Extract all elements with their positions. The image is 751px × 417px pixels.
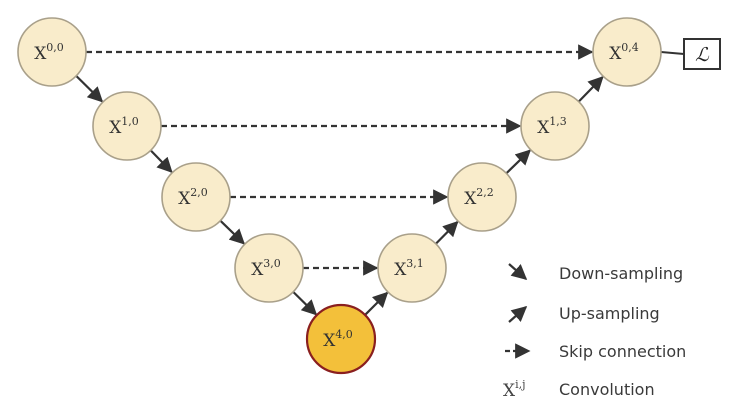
legend-label: Down-sampling	[559, 264, 683, 283]
node-circle	[161, 162, 231, 232]
node-label: X1,0	[109, 115, 139, 138]
legend-item-convolution: Xi,j Convolution	[503, 378, 655, 401]
node-label: X0,4	[609, 41, 639, 64]
edge-up-sampling	[364, 291, 389, 316]
edge-down-sampling	[219, 219, 246, 245]
node-label-superscript: 0,4	[621, 41, 639, 54]
node-label-base: X	[34, 44, 47, 64]
node-label: X3,0	[251, 257, 281, 280]
node-label-superscript: 3,1	[406, 257, 424, 270]
node-circle	[17, 17, 87, 87]
edge-output	[660, 51, 685, 55]
edge-down-sampling	[75, 75, 104, 103]
node-circle	[92, 91, 162, 161]
node-label: X1,3	[537, 115, 567, 138]
node-label: X2,2	[464, 186, 494, 209]
node-x-0-0: X0,0	[17, 17, 87, 87]
legend-label: Convolution	[559, 380, 655, 399]
node-x-1-3: X1,3	[520, 91, 590, 161]
node-x-3-0: X3,0	[234, 233, 304, 303]
node-label-superscript: 4,0	[335, 328, 353, 341]
legend-label: Up-sampling	[559, 304, 660, 323]
node-label-base: X	[109, 118, 122, 138]
legend-item-up-sampling: Up-sampling	[508, 304, 660, 323]
node-label-superscript: 1,0	[121, 115, 139, 128]
edge-up-sampling	[577, 75, 604, 103]
node-label-superscript: 2,2	[476, 186, 494, 199]
node-x-0-4: X0,4	[592, 17, 662, 87]
node-label: X4,0	[323, 328, 353, 351]
node-circle	[447, 162, 517, 232]
node-circle	[234, 233, 304, 303]
convolution-node-icon: Xi,j	[503, 378, 526, 401]
node-label-base: X	[251, 260, 264, 280]
node-label-base: X	[537, 118, 550, 138]
edge-down-sampling	[149, 149, 173, 174]
loss-symbol: ℒ	[695, 44, 710, 66]
node-label-base: X	[323, 331, 336, 351]
node-label: X3,1	[394, 257, 424, 280]
legend-symbol-base: X	[503, 381, 516, 401]
node-label-base: X	[178, 189, 191, 209]
loss-box	[683, 38, 721, 70]
node-label-superscript: 0,0	[46, 41, 64, 54]
loss-output: ℒ	[683, 38, 721, 70]
edges-layer	[75, 44, 685, 316]
legend-item-down-sampling: Down-sampling	[508, 263, 683, 283]
up-sampling-icon	[508, 305, 528, 323]
node-x-3-1: X3,1	[377, 233, 447, 303]
legend-item-skip-connection: Skip connection	[505, 342, 686, 361]
node-circle	[377, 233, 447, 303]
nodes-layer: X0,0X1,0X2,0X3,0X4,0X3,1X2,2X1,3X0,4	[17, 17, 662, 375]
node-label-base: X	[609, 44, 622, 64]
node-label-superscript: 2,0	[190, 186, 208, 199]
node-x-1-0: X1,0	[92, 91, 162, 161]
node-x-4-0: X4,0	[305, 303, 377, 375]
down-sampling-icon	[508, 263, 528, 281]
edge-up-sampling	[505, 149, 532, 175]
node-x-2-0: X2,0	[161, 162, 231, 232]
node-label-superscript: 1,3	[549, 115, 567, 128]
edge-down-sampling	[292, 291, 318, 316]
node-circle	[305, 303, 377, 375]
legend-label: Skip connection	[559, 342, 686, 361]
node-label: X2,0	[178, 186, 208, 209]
node-circle	[592, 17, 662, 87]
edge-up-sampling	[435, 220, 459, 245]
svg-text:Xi,j: Xi,j	[503, 378, 526, 401]
legend-symbol-superscript: i,j	[515, 378, 525, 391]
node-label-base: X	[394, 260, 407, 280]
node-label-base: X	[464, 189, 477, 209]
node-circle	[520, 91, 590, 161]
node-x-2-2: X2,2	[447, 162, 517, 232]
node-label: X0,0	[34, 41, 64, 64]
node-label-superscript: 3,0	[263, 257, 281, 270]
